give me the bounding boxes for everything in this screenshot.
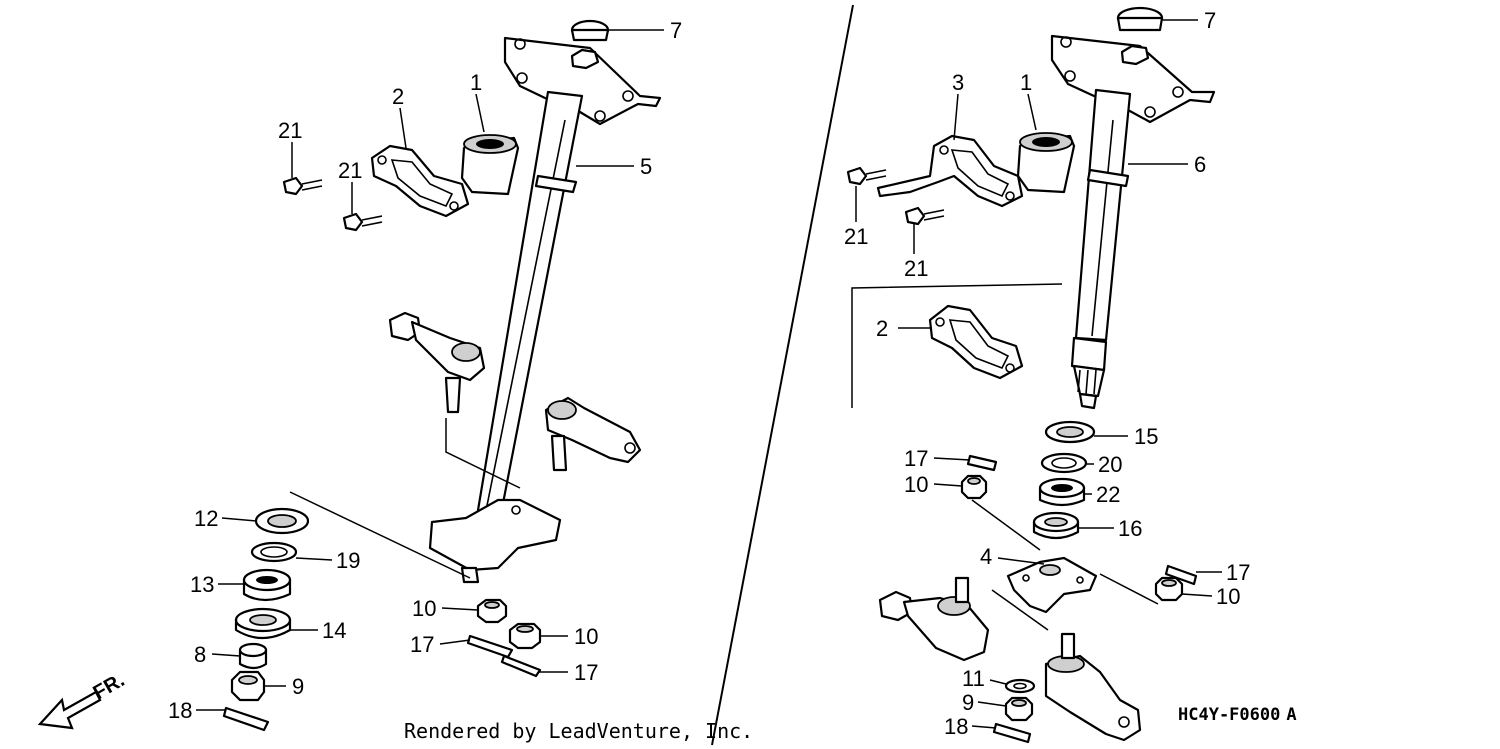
callout-label: 17	[410, 632, 434, 657]
right-bolt-21b	[904, 206, 945, 226]
diagram-code: HC4Y-F0600 A	[1178, 705, 1297, 725]
left-bearing-13	[242, 568, 292, 602]
right-bearing-22	[1038, 477, 1086, 507]
render-credit: Rendered by LeadVenture, Inc.	[404, 719, 753, 743]
left-bushing-1	[460, 134, 520, 196]
right-steering-shaft	[1070, 88, 1132, 410]
callout-label: 20	[1098, 452, 1122, 477]
left-bolt-21a	[282, 176, 323, 196]
callout-label: 9	[962, 690, 974, 715]
right-pin-17a	[966, 454, 998, 472]
callout-label: 19	[336, 548, 360, 573]
left-cap-7	[570, 19, 610, 42]
callout-label: 15	[1134, 424, 1158, 449]
callout-label: 1	[470, 70, 482, 95]
left-tie-rod-upper	[388, 311, 486, 414]
left-pin-18	[222, 706, 270, 732]
callout-label: 11	[962, 666, 985, 691]
callout-label: 5	[640, 154, 652, 179]
callout-label: 9	[292, 674, 304, 699]
callout-label: 21	[338, 158, 362, 183]
left-bearing-14	[234, 607, 292, 640]
callout-label: 10	[574, 624, 598, 649]
callout-label: 14	[322, 618, 346, 643]
right-nut-10b	[1154, 576, 1184, 602]
left-top-plate	[503, 36, 662, 126]
left-collar-8	[238, 642, 268, 670]
callout-label: 10	[904, 472, 928, 497]
right-assembly: 3 1 6 7 21 21 2 15 20 22 16 17 10 4 17 1…	[844, 6, 1250, 744]
front-arrow-icon	[37, 690, 102, 730]
right-seal-15	[1044, 420, 1096, 444]
diagram-code-main: HC4Y-F0600	[1178, 705, 1280, 725]
left-nut-9	[230, 670, 266, 702]
right-bolt-21a	[846, 166, 887, 186]
callout-label: 18	[944, 714, 968, 739]
right-top-plate	[1050, 34, 1216, 124]
right-nut-9	[1004, 696, 1034, 722]
callout-label: 12	[194, 506, 218, 531]
callout-label: 4	[980, 544, 992, 569]
callout-label: 21	[844, 224, 868, 249]
front-direction-indicator: FR.	[37, 669, 128, 730]
callout-label: 10	[412, 596, 436, 621]
right-washer-11	[1004, 678, 1036, 694]
right-tie-rod-left	[878, 576, 990, 662]
callout-label: 18	[168, 698, 192, 723]
left-pin-17b	[500, 654, 542, 678]
callout-label: 2	[392, 84, 404, 109]
callout-label: 3	[952, 70, 964, 95]
left-nut-10b	[508, 622, 542, 650]
right-tie-rod-right	[1044, 632, 1142, 742]
left-seal-12	[254, 507, 310, 535]
callout-label: 22	[1096, 482, 1120, 507]
callout-label: 6	[1194, 152, 1206, 177]
right-cap-7	[1116, 6, 1164, 32]
left-tie-rod-lower	[544, 396, 642, 472]
diagram-code-suffix: A	[1286, 705, 1296, 725]
left-nut-10a	[476, 598, 508, 624]
callout-label: 17	[1226, 560, 1250, 585]
left-bolt-21b	[342, 212, 383, 232]
callout-label: 16	[1118, 516, 1142, 541]
callout-label: 1	[1020, 70, 1032, 95]
callout-label: 7	[1204, 8, 1216, 33]
callout-label: 10	[1216, 584, 1240, 609]
right-pin-18	[992, 722, 1032, 744]
right-bearing-16	[1032, 511, 1080, 540]
right-pitman-arm-4	[1006, 556, 1098, 614]
right-bracket-3	[876, 134, 1024, 208]
left-pin-17a	[466, 634, 514, 659]
callout-label: 17	[574, 660, 598, 685]
callout-label: 13	[190, 572, 214, 597]
callout-label: 7	[670, 18, 682, 43]
left-bracket-2	[370, 144, 470, 218]
left-assembly: 1 2 5 7 21 21 12 19 13 14 8 9 18 10 10 1…	[168, 18, 682, 732]
callout-label: 17	[904, 446, 928, 471]
right-bracket-2	[928, 304, 1024, 380]
left-pitman-arm	[428, 498, 562, 584]
right-ring-20	[1040, 452, 1088, 474]
right-nut-10a	[960, 474, 988, 500]
callout-label: 2	[876, 316, 888, 341]
callout-label: 21	[904, 256, 928, 281]
callout-label: 21	[278, 118, 302, 143]
callout-label: 8	[194, 642, 206, 667]
right-bushing-1	[1016, 132, 1076, 194]
left-ring-19	[250, 541, 298, 563]
right-pin-17b	[1164, 564, 1198, 586]
panel-divider	[711, 4, 854, 746]
